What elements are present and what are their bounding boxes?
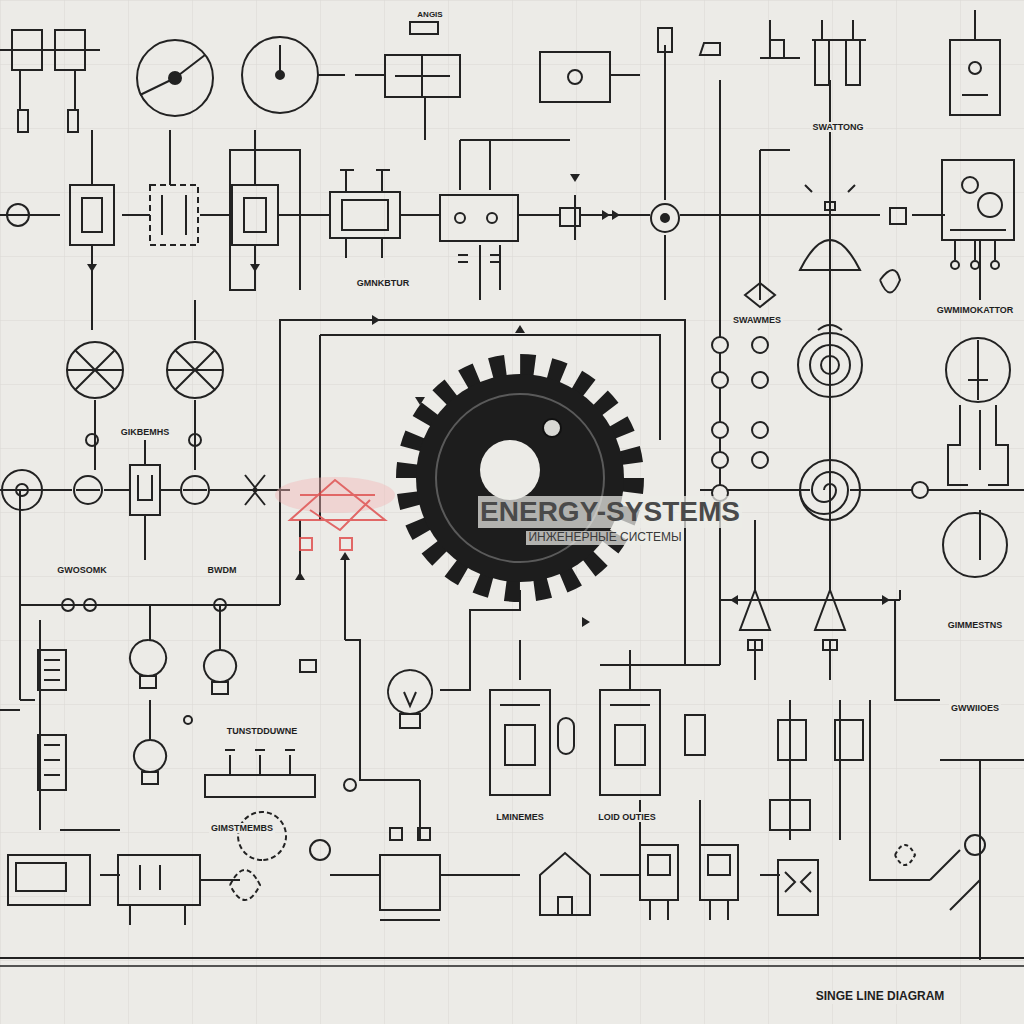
component-label: GWOSOMK <box>55 565 109 575</box>
watermark-logo <box>275 477 395 550</box>
bus-row-symbols <box>7 160 1014 307</box>
component-label: GIMSTMEMBS <box>209 823 275 833</box>
component-label: GWMIMOKATTOR <box>935 305 1016 315</box>
arrow-marks <box>87 174 890 627</box>
watermark-text: ИНЖЕНЕРНЫЕ СИСТЕМЫ <box>526 531 683 545</box>
wires <box>0 45 1024 960</box>
border-rules <box>0 958 1024 966</box>
component-label: TUNSTDDUWNE <box>225 726 300 736</box>
gear-illustration <box>408 366 632 590</box>
lamp-symbols <box>130 590 845 784</box>
watermark-text: ENERGY-SYSTEMS <box>478 496 742 528</box>
sheet-title: SINGE LINE DIAGRAM <box>814 990 947 1004</box>
panel-symbols <box>38 650 863 830</box>
component-label: GIMMESTNS <box>946 620 1005 630</box>
component-label: SWAWMES <box>731 315 783 325</box>
bottom-row-symbols <box>8 812 985 925</box>
component-label: GIKBEMHS <box>119 427 172 437</box>
top-row-symbols <box>0 10 1000 140</box>
component-label: GMNKBTUR <box>355 278 412 288</box>
component-label: GWWIIOES <box>949 703 1001 713</box>
component-label: ANGIS <box>415 10 444 19</box>
component-label: LOID OUTIES <box>596 812 658 822</box>
component-label: BWDM <box>206 565 239 575</box>
component-label: LMINEMES <box>494 812 546 822</box>
component-label: SWATTONG <box>810 122 865 132</box>
